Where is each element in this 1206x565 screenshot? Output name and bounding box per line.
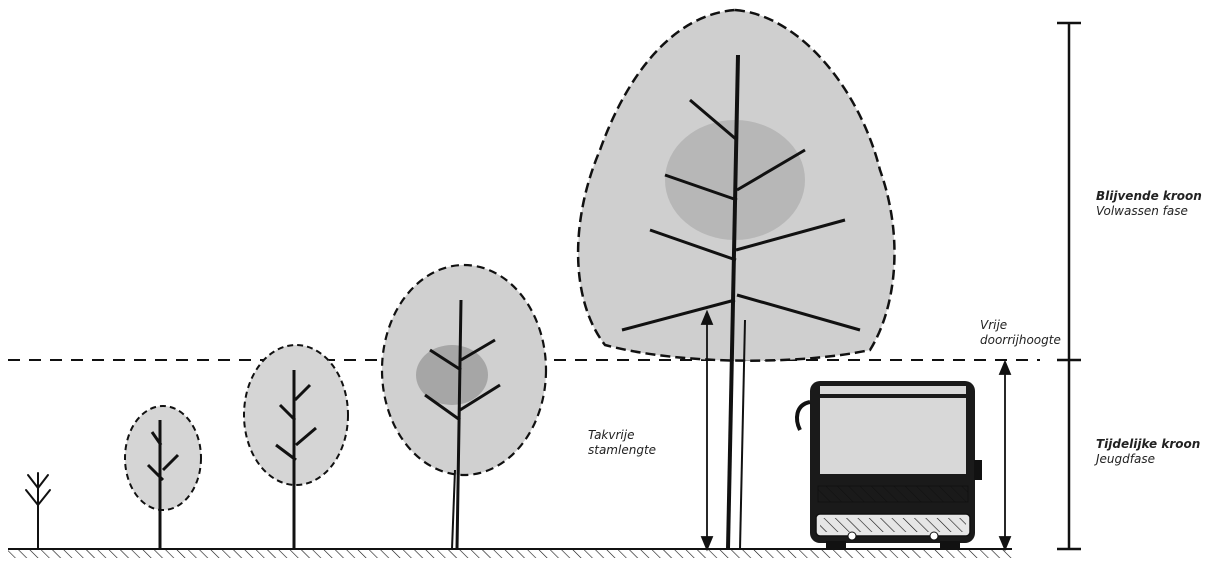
tree-icon xyxy=(243,344,349,549)
label-blijvend: Blijvende kroon Volwassen fase xyxy=(1096,189,1202,219)
bus-icon xyxy=(795,381,982,549)
ground xyxy=(8,548,1012,558)
label-takvrije: Takvrije stamlengte xyxy=(588,428,656,458)
tree-icon xyxy=(576,8,896,550)
tree-icon xyxy=(124,405,202,549)
sapling-icon xyxy=(25,472,51,550)
label-blijvend-title: Blijvende kroon xyxy=(1096,189,1202,203)
label-takvrije-line2: stamlengte xyxy=(588,443,657,457)
label-vrije: Vrije doorrijhoogte xyxy=(980,318,1061,348)
crown-scale-bar xyxy=(1057,21,1081,551)
label-tijdelijk-title: Tijdelijke kroon xyxy=(1096,437,1201,451)
label-vrije-line2: doorrijhoogte xyxy=(980,333,1061,347)
label-blijvend-sub: Volwassen fase xyxy=(1096,204,1188,218)
tree-icon xyxy=(380,263,548,550)
label-tijdelijk-sub: Jeugdfase xyxy=(1096,452,1155,466)
dimension-arrow-icon xyxy=(998,359,1012,552)
label-tijdelijk: Tijdelijke kroon Jeugdfase xyxy=(1096,437,1200,467)
dimension-arrow-icon xyxy=(700,309,714,552)
label-takvrije-line1: Takvrije xyxy=(588,428,635,442)
label-vrije-line1: Vrije xyxy=(980,318,1008,332)
